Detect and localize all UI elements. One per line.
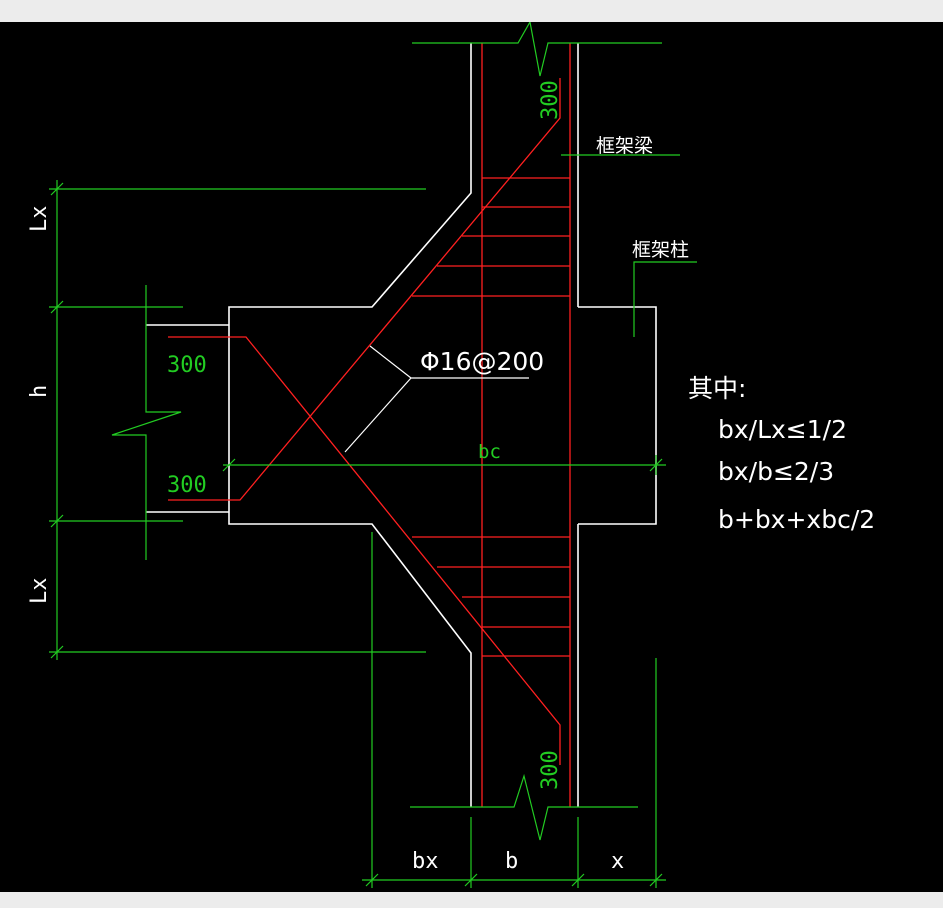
tick — [222, 458, 236, 472]
h-label: h — [27, 385, 52, 398]
tick — [464, 873, 478, 887]
rebar-spec-leader-lower — [344, 377, 412, 453]
tick — [50, 645, 64, 659]
anchor-left-lower-label: 300 — [167, 473, 207, 498]
bc-label: bc — [478, 441, 501, 463]
frame-column-leader — [633, 261, 697, 337]
reinforcement — [168, 43, 571, 807]
frame-column-label: 框架柱 — [632, 239, 689, 261]
tick — [649, 873, 663, 887]
beam-left-edge — [228, 43, 472, 807]
notes-heading: 其中: — [688, 374, 746, 403]
notes-line-3: b+bx+xbc/2 — [718, 505, 875, 534]
dimension-text: 300 300 300 300 Lx h Lx bc bx b x — [27, 80, 624, 874]
beam-haunch-detail-drawing: 300 300 300 300 Lx h Lx bc bx b x 框架梁 框架… — [27, 22, 875, 888]
dimension-lines — [49, 22, 697, 888]
notes-block: 其中: bx/Lx≤1/2 bx/b≤2/3 b+bx+xbc/2 — [688, 374, 875, 534]
top-break-line — [412, 22, 662, 77]
lx-upper-label: Lx — [27, 206, 52, 233]
tick — [50, 514, 64, 528]
left-break-line — [111, 285, 182, 560]
cad-drawing-canvas: 300 300 300 300 Lx h Lx bc bx b x 框架梁 框架… — [0, 22, 943, 892]
lx-lower-label: Lx — [27, 578, 52, 605]
anchor-top-label: 300 — [538, 80, 563, 120]
anchor-left-upper-label: 300 — [167, 353, 207, 378]
diagonal-bar-lower — [168, 336, 561, 765]
column-right-edge — [578, 306, 657, 525]
diagonal-bar-upper — [168, 78, 561, 501]
annotation-text: 框架梁 框架柱 Φ16@200 — [420, 135, 689, 376]
notes-line-2: bx/b≤2/3 — [718, 457, 834, 486]
tick — [50, 300, 64, 314]
tick — [365, 873, 379, 887]
concrete-outline — [146, 43, 657, 807]
x-label: x — [611, 849, 624, 874]
b-label: b — [505, 849, 518, 874]
frame-beam-label: 框架梁 — [596, 135, 653, 157]
rebar-spec-label: Φ16@200 — [420, 347, 544, 376]
anchor-bottom-label: 300 — [538, 750, 563, 790]
tick — [571, 873, 585, 887]
tick — [50, 182, 64, 196]
notes-line-1: bx/Lx≤1/2 — [718, 415, 847, 444]
bottom-break-line — [410, 773, 638, 841]
bx-label: bx — [412, 849, 439, 874]
